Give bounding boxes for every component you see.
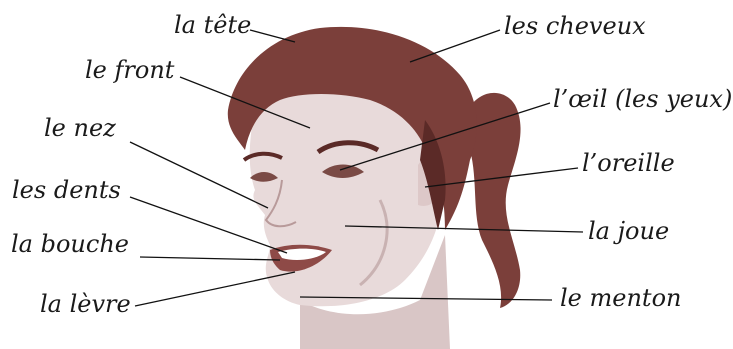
leader-tete [250, 30, 295, 42]
leader-bouche [140, 257, 280, 260]
label-levre: la lèvre [40, 292, 131, 316]
leader-levre [135, 272, 295, 306]
label-cheveux: les cheveux [504, 14, 646, 38]
label-bouche: la bouche [11, 232, 129, 256]
label-nez: le nez [44, 116, 116, 140]
label-oeil: l’œil (les yeux) [553, 87, 732, 111]
label-joue: la joue [588, 219, 669, 243]
label-oreille: l’oreille [582, 151, 675, 175]
leader-nez [130, 142, 268, 208]
label-tete: la tête [174, 13, 251, 37]
label-dents: les dents [12, 178, 121, 202]
leader-cheveux [410, 30, 500, 62]
label-front: le front [85, 58, 174, 82]
label-menton: le menton [560, 286, 681, 310]
